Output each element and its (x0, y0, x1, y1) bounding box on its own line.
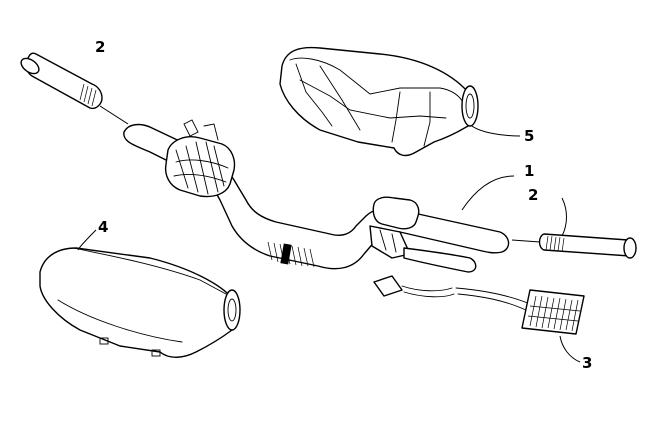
callout-upper-pad: 5 (524, 127, 534, 145)
callout-grip-left: 2 (95, 38, 105, 56)
lower-handlebar-pad (39, 247, 241, 358)
upper-handlebar-pad (279, 46, 479, 157)
grip-heater-element (373, 275, 585, 335)
handlebar-tube (123, 123, 510, 270)
callout-leaders (77, 125, 581, 363)
left-hand-grip (20, 52, 129, 125)
callout-heater-element: 3 (582, 354, 592, 372)
callout-lower-pad: 4 (98, 218, 108, 236)
brake-master-cylinder (369, 196, 477, 273)
right-hand-grip (511, 233, 637, 259)
callout-grip-right: 2 (528, 186, 538, 204)
callout-handlebar: 1 (524, 162, 534, 180)
switch-housing-assembly (164, 119, 236, 198)
